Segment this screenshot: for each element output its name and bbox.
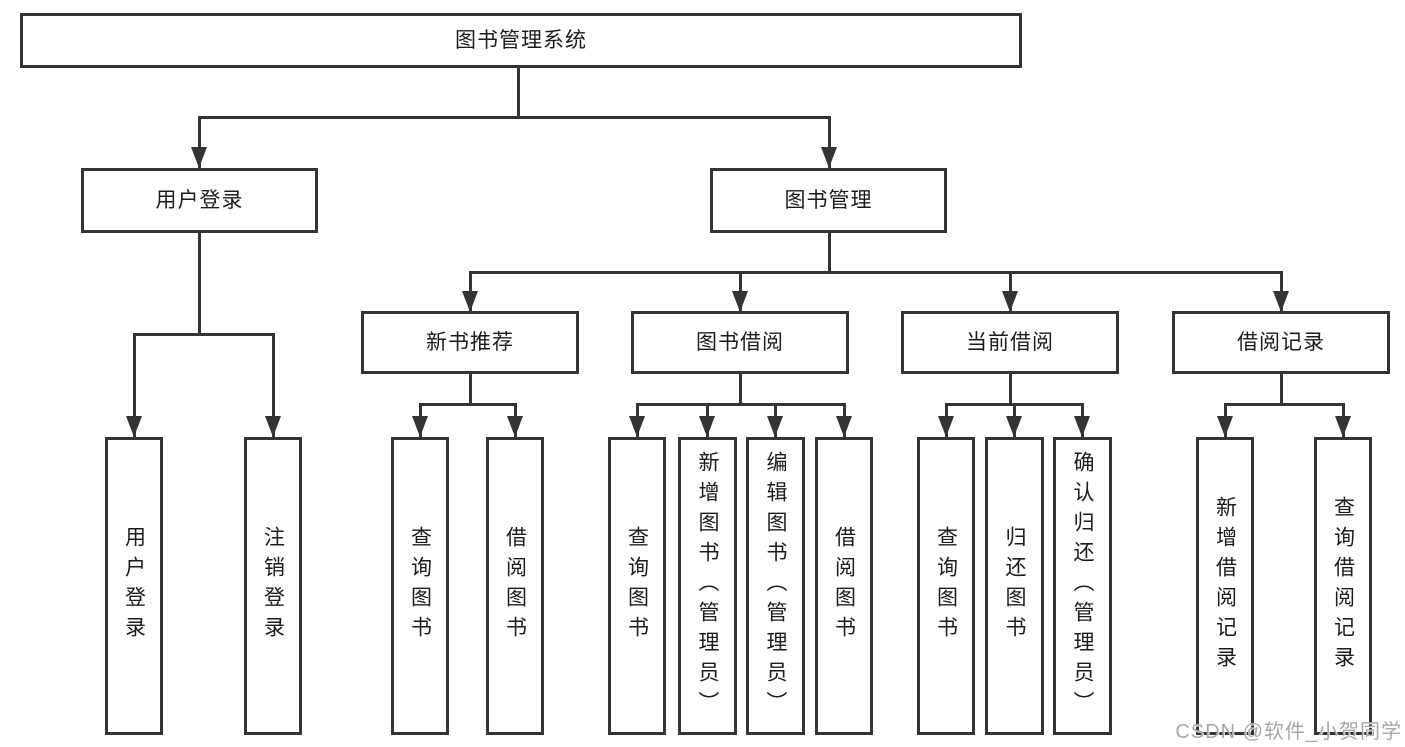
connector-vline (828, 233, 831, 273)
leaf-borrow-books-recommend: 借阅图书 (486, 437, 544, 735)
arrow-down-icon (1273, 291, 1289, 312)
leaf-return-book: 归还图书 (985, 437, 1044, 735)
connector-vline (469, 373, 472, 405)
watermark: CSDN @软件_小贺同学 (1175, 721, 1402, 743)
arrow-down-icon (1217, 416, 1233, 437)
arrow-down-icon (1006, 416, 1022, 437)
connector-hline (133, 333, 275, 336)
leaf-confirm-return-admin: 确认归还（管理员） (1053, 437, 1112, 735)
arrow-down-icon (699, 416, 715, 437)
connector-hline (1224, 403, 1345, 406)
arrow-down-icon (938, 416, 954, 437)
connector-vline (739, 373, 742, 405)
leaf-query-borrow-record: 查询借阅记录 (1314, 437, 1372, 735)
arrow-down-icon (629, 416, 645, 437)
connector-hline (469, 271, 1283, 274)
connector-vline (198, 233, 201, 335)
node-new-book-recommend: 新书推荐 (361, 311, 579, 374)
connector-vline (198, 118, 201, 168)
arrow-down-icon (412, 416, 428, 437)
connector-vline (828, 118, 831, 168)
arrow-down-icon (1074, 416, 1090, 437)
connector-vline (1280, 373, 1283, 405)
arrow-down-icon (265, 416, 281, 437)
arrow-down-icon (191, 147, 207, 168)
leaf-add-book-admin: 新增图书（管理员） (678, 437, 737, 735)
arrow-down-icon (1002, 291, 1018, 312)
node-user-login: 用户登录 (81, 168, 318, 233)
leaf-edit-book-admin: 编辑图书（管理员） (746, 437, 805, 735)
connector-hline (419, 403, 517, 406)
arrow-down-icon (836, 416, 852, 437)
leaf-query-books-borrowing: 查询图书 (608, 437, 666, 735)
node-book-management: 图书管理 (710, 168, 947, 233)
arrow-down-icon (462, 291, 478, 312)
node-root: 图书管理系统 (20, 13, 1022, 68)
arrow-down-icon (732, 291, 748, 312)
connector-hline (198, 116, 831, 119)
leaf-user-login: 用户登录 (105, 437, 163, 735)
connector-vline (272, 335, 275, 437)
connector-vline (1009, 373, 1012, 405)
leaf-add-borrow-record: 新增借阅记录 (1196, 437, 1254, 735)
arrow-down-icon (126, 416, 142, 437)
leaf-query-books-recommend: 查询图书 (391, 437, 449, 735)
arrow-down-icon (507, 416, 523, 437)
leaf-query-books-current: 查询图书 (917, 437, 975, 735)
node-current-borrowing: 当前借阅 (901, 311, 1119, 374)
arrow-down-icon (821, 147, 837, 168)
connector-vline (517, 68, 520, 118)
arrow-down-icon (767, 416, 783, 437)
connector-hline (636, 403, 846, 406)
connector-hline (945, 403, 1084, 406)
arrow-down-icon (1335, 416, 1351, 437)
node-book-borrowing: 图书借阅 (631, 311, 849, 374)
node-borrowing-records: 借阅记录 (1172, 311, 1390, 374)
leaf-logout: 注销登录 (244, 437, 302, 735)
leaf-borrow-books-borrowing: 借阅图书 (815, 437, 873, 735)
connector-vline (133, 335, 136, 437)
